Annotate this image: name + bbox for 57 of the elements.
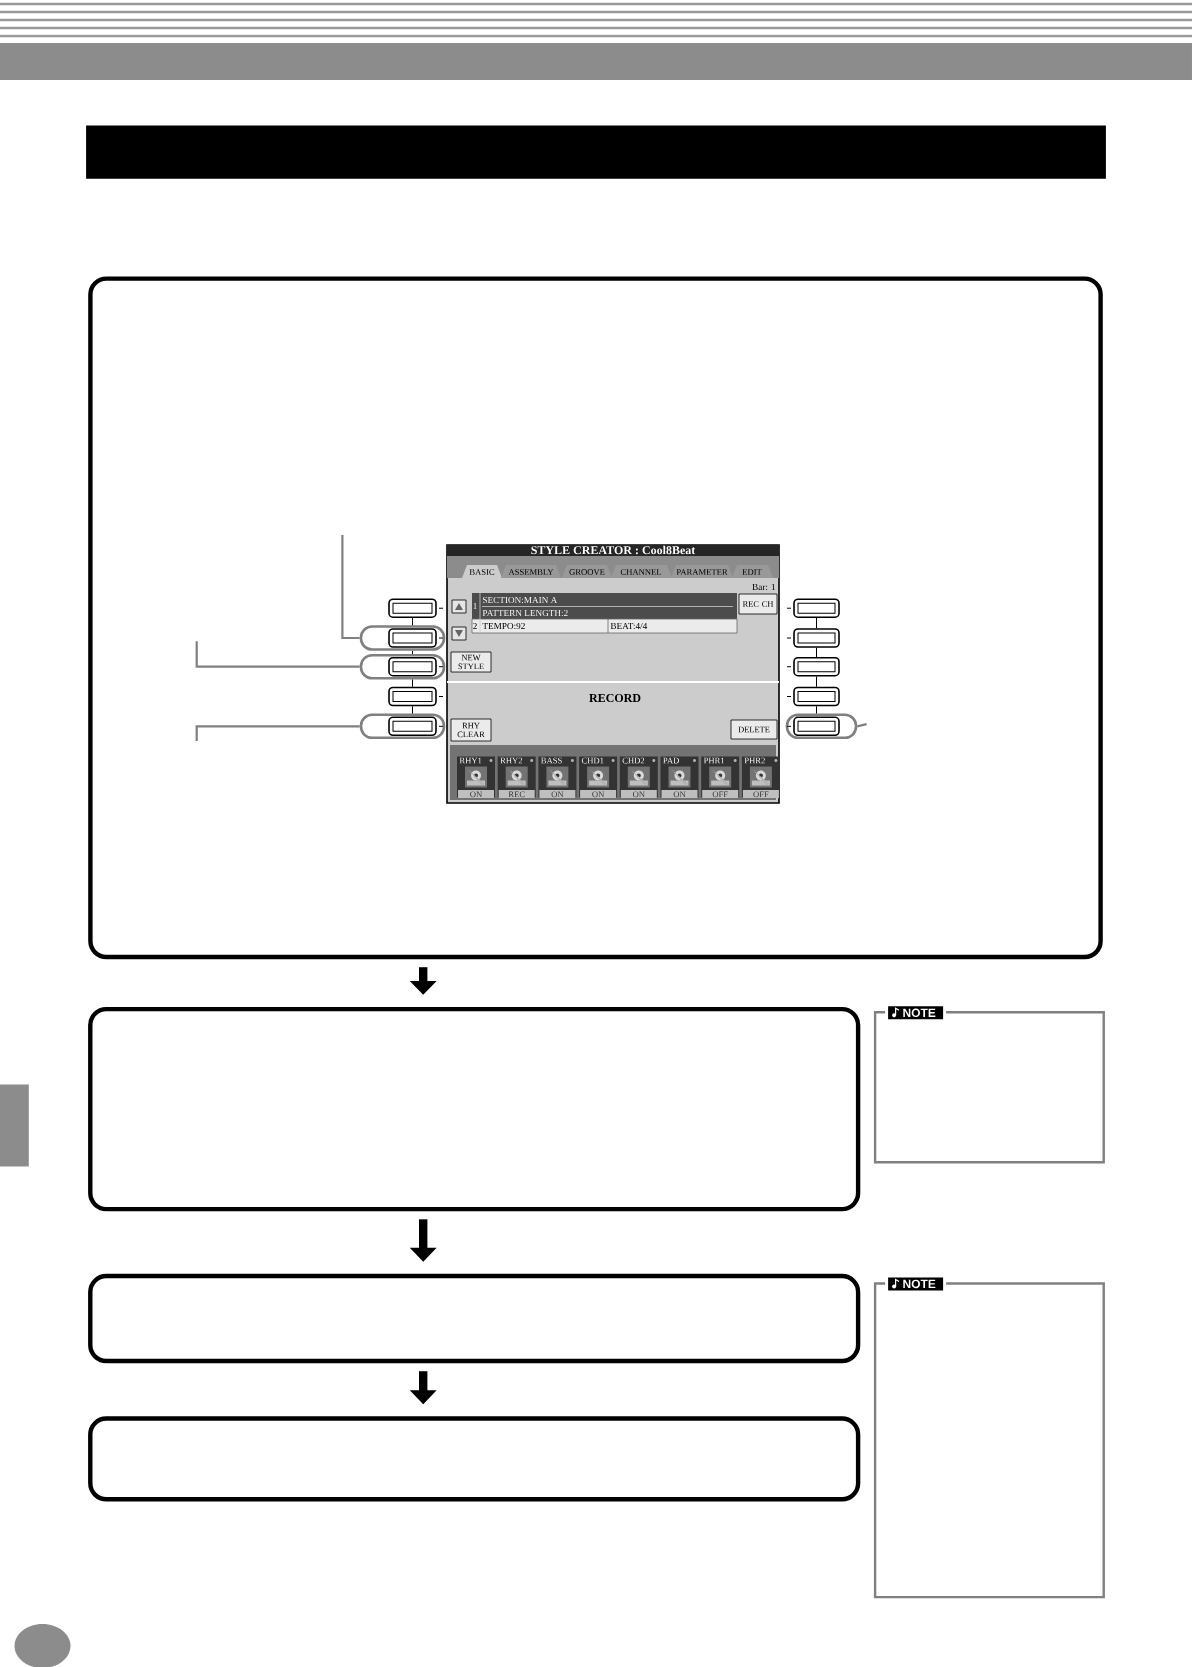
screen-button: DELETE [730,719,778,740]
connecting-line [816,676,817,688]
leader-line [341,534,360,640]
tab: PARAMETER [671,565,733,578]
step-box [88,1416,861,1502]
section-tab [0,1084,29,1167]
node-label: OFF [712,791,728,798]
node-label: CHD2 [622,757,645,764]
connecting-line [412,650,413,655]
node-label: RHY2 [500,757,523,764]
step-box [88,1006,861,1212]
panel-button [785,713,858,740]
connecting-line [816,647,817,658]
node-label: REC [508,791,525,798]
connecting-line [412,705,413,714]
screen-text: 2 [473,622,477,630]
node-label: ON [592,791,605,798]
connecting-line [816,617,817,629]
panel-button [388,598,437,618]
node-label: PHR1 [703,757,725,764]
screen-text: PATTERN LENGTH:2 [482,609,568,617]
panel-button [793,598,840,618]
panel-button [793,656,840,677]
leader-line [195,725,360,742]
note-box: NOTE [873,1006,1105,1164]
leader-line [857,723,867,728]
note-box: NOTE [873,1277,1105,1599]
node-label: OFF [753,791,769,798]
leader-line [195,641,360,668]
node-label: PHR2 [744,757,765,764]
panel-button [793,628,840,648]
node-label: ON [632,791,645,798]
panel-button [388,686,437,707]
screen-button: NEW STYLE [450,651,492,673]
panel-button [793,686,840,707]
screen-text: Bar: 1 [752,583,776,591]
screen-button: REC CH [738,593,778,615]
screen-text: BEAT:4/4 [610,622,648,630]
tab: BASIC [462,565,502,578]
step-box [88,276,1103,960]
screen-text: 1 [473,603,477,610]
panel-button [359,653,446,680]
tab: ASSEMBLY [501,565,561,578]
screen-heading: RECORD [589,693,641,703]
screen-title: STYLE CREATOR : Cool8Beat [531,545,696,555]
tab: EDIT [732,565,773,578]
screen-text: TEMPO:92 [482,622,525,630]
screen-button: RHY CLEAR [450,718,492,742]
title-band [86,125,1106,179]
connecting-line [412,617,413,626]
panel-button [359,625,446,651]
step-box [88,1273,861,1364]
connecting-line [412,679,413,688]
node-label: CHD1 [581,757,604,764]
screen-text: SECTION:MAIN A [483,596,558,604]
panel-button [359,713,446,740]
connecting-line [816,705,817,714]
